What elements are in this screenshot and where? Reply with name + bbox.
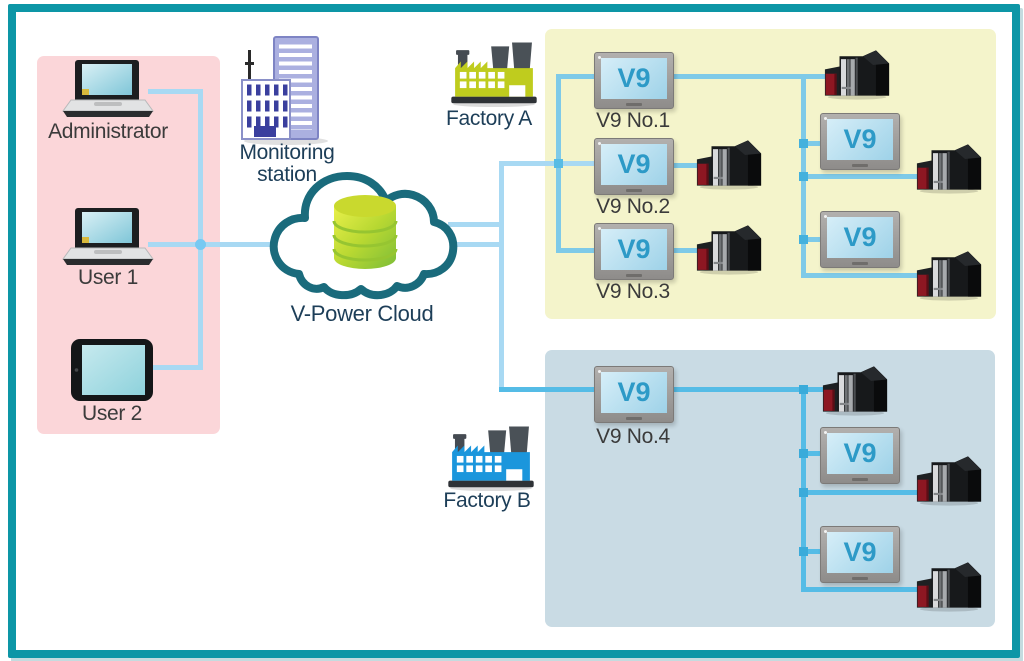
hmi-screen: V9 — [601, 58, 667, 99]
connection-line — [801, 490, 940, 495]
tablet-icon — [70, 338, 154, 404]
hmi-screen: V9 — [601, 229, 667, 270]
connection-junction — [799, 385, 808, 394]
hmi-label: V9 No.4 — [596, 425, 670, 448]
cloud-label: V-Power Cloud — [290, 301, 434, 326]
machine-icon — [820, 362, 890, 416]
connection-line — [448, 222, 504, 227]
machine-icon — [914, 452, 984, 506]
factory-a-icon — [446, 34, 542, 108]
connection-line — [148, 242, 287, 247]
hmi-screen: V9 — [601, 372, 667, 413]
connection-junction — [799, 172, 808, 181]
client-label: User 2 — [81, 402, 143, 425]
hmi-v9-no2: V9 — [594, 138, 674, 195]
connection-line — [499, 161, 597, 166]
machine-icon — [694, 221, 764, 275]
factory-a-label: Factory A — [446, 107, 532, 130]
hmi-screen: V9 — [827, 532, 893, 573]
monitoring-station-icon — [236, 34, 332, 146]
factory-b-icon — [443, 418, 539, 492]
connection-line — [499, 161, 504, 392]
connection-line — [148, 89, 203, 94]
hmi-monitor: V9 — [820, 113, 900, 170]
hmi-v9-no4: V9 — [594, 366, 674, 423]
connection-line — [198, 89, 203, 370]
hmi-v9-no1: V9 — [594, 52, 674, 109]
hmi-monitor: V9 — [820, 427, 900, 484]
hmi-screen: V9 — [827, 119, 893, 160]
machine-icon — [914, 247, 984, 301]
connection-line — [801, 587, 940, 592]
machine-icon — [694, 136, 764, 190]
machine-icon — [914, 140, 984, 194]
connection-junction — [799, 449, 808, 458]
hmi-monitor: V9 — [820, 526, 900, 583]
laptop-icon — [56, 58, 160, 120]
connection-line — [556, 248, 597, 253]
connection-line — [556, 74, 850, 79]
connection-line — [801, 549, 826, 554]
connection-line — [668, 248, 708, 253]
hmi-monitor: V9 — [820, 211, 900, 268]
connection-junction — [799, 488, 808, 497]
page-border — [8, 4, 1020, 658]
connection-line — [801, 174, 940, 179]
client-label: Administrator — [48, 120, 168, 143]
cloud-database-icon — [262, 158, 462, 303]
hmi-screen: V9 — [601, 144, 667, 185]
connection-line — [801, 451, 826, 456]
connection-line — [448, 242, 504, 247]
connection-junction — [799, 547, 808, 556]
hmi-screen: V9 — [827, 433, 893, 474]
connection-junction — [799, 235, 808, 244]
connection-line — [499, 387, 850, 392]
connection-line — [801, 141, 826, 146]
hmi-label: V9 No.1 — [596, 109, 670, 132]
machine-icon — [914, 558, 984, 612]
connection-line — [801, 237, 826, 242]
laptop-icon — [56, 206, 160, 268]
monitoring-station-label: Monitoring — [239, 141, 335, 164]
connection-junction — [799, 139, 808, 148]
connection-line — [801, 273, 940, 278]
client-label: User 1 — [77, 266, 139, 289]
hmi-label: V9 No.3 — [596, 280, 670, 303]
hmi-label: V9 No.2 — [596, 195, 670, 218]
connection-junction — [195, 239, 206, 250]
factory-b-label: Factory B — [443, 489, 531, 512]
machine-icon — [822, 46, 892, 100]
hmi-v9-no3: V9 — [594, 223, 674, 280]
connection-line — [668, 163, 708, 168]
connection-junction — [554, 159, 563, 168]
connection-line — [150, 365, 203, 370]
hmi-screen: V9 — [827, 217, 893, 258]
monitoring-station-label: station — [257, 163, 317, 186]
